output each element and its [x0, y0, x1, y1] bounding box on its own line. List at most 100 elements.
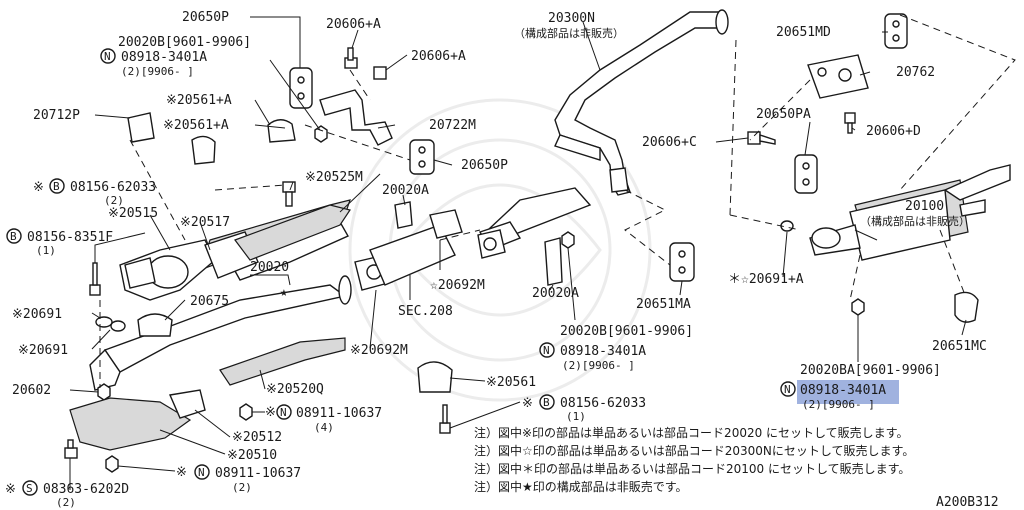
circle-n-icon: N: [194, 464, 210, 480]
label-20561A-1[interactable]: ※20561+A: [166, 93, 232, 108]
label-08363-6202D[interactable]: 08363-6202D: [43, 482, 129, 497]
label-08918-3401A-highlighted[interactable]: 08918-3401A: [800, 383, 886, 398]
diagram-code: A200B312: [936, 495, 999, 510]
gasket-20692M-upper[interactable]: [477, 229, 506, 259]
label-20100[interactable]: 20100: [905, 199, 944, 214]
nut-08911-10637-1[interactable]: [239, 403, 253, 421]
label-20020A-top[interactable]: 20020A: [382, 183, 429, 198]
label-20650P-top[interactable]: 20650P: [182, 10, 229, 25]
label-20606A-1[interactable]: 20606+A: [326, 17, 381, 32]
nut-20020B-mid[interactable]: [561, 231, 575, 249]
label-20020BA[interactable]: 20020BA[9601-9906]: [800, 363, 941, 378]
label-20692M-upper[interactable]: ☆20692M: [430, 278, 485, 293]
bolt-20606D[interactable]: [844, 112, 856, 134]
label-20525M[interactable]: ※20525M: [305, 170, 363, 185]
label-20650PA[interactable]: 20650PA: [756, 107, 811, 122]
label-20692M-lower[interactable]: ※20692M: [350, 343, 408, 358]
label-20510[interactable]: ※20510: [227, 448, 277, 463]
label-20722M[interactable]: 20722M: [429, 118, 476, 133]
circle-b-icon: B: [6, 228, 22, 244]
label-20606C[interactable]: 20606+C: [642, 135, 697, 150]
label-20712P[interactable]: 20712P: [33, 108, 80, 123]
label-20512[interactable]: ※20512: [232, 430, 282, 445]
hanger-20651MA[interactable]: [669, 242, 695, 282]
bolt-08156-8351F[interactable]: [89, 262, 101, 296]
star-marker: ★: [280, 285, 288, 300]
label-20520Q[interactable]: ※20520Q: [266, 382, 324, 397]
svg-text:N: N: [280, 406, 287, 419]
bracket-20712P[interactable]: [127, 112, 155, 143]
bolt-20606A-2[interactable]: [373, 66, 387, 80]
clamp-20561[interactable]: [417, 361, 453, 393]
label-08918-3401A-top[interactable]: 08918-3401A: [121, 50, 207, 65]
clamp-20561A[interactable]: [191, 119, 296, 165]
nut-08911-10637-2[interactable]: [105, 455, 119, 473]
heat-shield-20510[interactable]: [69, 397, 192, 451]
label-08911-10637-2-sub: (2): [232, 481, 252, 494]
bolt-08156-62033[interactable]: [282, 181, 296, 207]
label-20606D[interactable]: 20606+D: [866, 124, 921, 139]
label-08911-10637-2[interactable]: 08911-10637: [215, 466, 301, 481]
label-mark-08911-1: ※: [265, 405, 276, 420]
label-20515[interactable]: ※20515: [108, 206, 158, 221]
label-20020B-date[interactable]: 20020B[9601-9906]: [118, 35, 251, 50]
label-20517[interactable]: ※20517: [180, 215, 230, 230]
label-20691-1[interactable]: ※20691: [12, 307, 62, 322]
label-20020[interactable]: 20020: [250, 260, 289, 275]
label-20762[interactable]: 20762: [896, 65, 935, 80]
bolt-08156-62033-b[interactable]: [439, 404, 451, 434]
label-20651MD[interactable]: 20651MD: [776, 25, 831, 40]
label-20020B-mid[interactable]: 20020B[9601-9906]: [560, 324, 693, 339]
label-08156-62033-b[interactable]: 08156-62033: [560, 396, 646, 411]
clamp-20675[interactable]: [137, 313, 173, 337]
circle-n-icon: N: [276, 404, 292, 420]
label-20691A[interactable]: ＊☆20691+A: [728, 272, 804, 287]
catalytic-converter-sec208[interactable]: [369, 209, 463, 286]
hanger-20650P-right[interactable]: [409, 139, 435, 175]
heat-shield-20520Q[interactable]: [219, 337, 346, 386]
bolt-20606A-1[interactable]: [344, 47, 358, 69]
label-sec208[interactable]: SEC.208: [398, 304, 453, 319]
center-pipe-20300N[interactable]: [478, 9, 729, 251]
label-20561[interactable]: ※20561: [486, 375, 536, 390]
label-08363-6202D-sub: (2): [56, 496, 76, 509]
label-08156-62033[interactable]: 08156-62033: [70, 180, 156, 195]
circle-b-icon: B: [49, 178, 65, 194]
hanger-20650P-top[interactable]: [289, 67, 313, 109]
label-20651MC[interactable]: 20651MC: [932, 339, 987, 354]
label-20561A-2[interactable]: ※20561+A: [163, 118, 229, 133]
muffler-bracket-20762[interactable]: [807, 54, 869, 99]
leader-lines: [69, 16, 967, 490]
svg-text:B: B: [53, 180, 60, 193]
nut-20020BA[interactable]: [851, 298, 865, 316]
label-20020A-mid[interactable]: 20020A: [532, 286, 579, 301]
stud-20020A-top[interactable]: [394, 201, 413, 229]
label-20300N-note: （構成部品は非販売）: [514, 26, 624, 40]
muffler-assembly[interactable]: [809, 164, 1011, 261]
cover-20525M[interactable]: [234, 204, 351, 261]
bolt-08363-6202D[interactable]: [64, 439, 78, 459]
label-20651MA[interactable]: 20651MA: [636, 297, 691, 312]
bolt-20606C[interactable]: [747, 131, 776, 145]
nut-20020B-top[interactable]: [314, 125, 328, 143]
label-20606A-2[interactable]: 20606+A: [411, 49, 466, 64]
label-20650P-right[interactable]: 20650P: [461, 158, 508, 173]
stud-20020A-mid[interactable]: [544, 237, 563, 286]
hanger-20651MC[interactable]: [954, 291, 979, 323]
label-mark-08156-b: ※: [522, 396, 533, 411]
label-20675[interactable]: 20675: [190, 294, 229, 309]
label-20300N[interactable]: 20300N: [548, 11, 595, 26]
label-08156-8351F[interactable]: 08156-8351F: [27, 230, 113, 245]
gasket-20515[interactable]: [124, 257, 156, 289]
label-20602[interactable]: 20602: [12, 383, 51, 398]
label-08911-10637-1[interactable]: 08911-10637: [296, 406, 382, 421]
label-08918-3401A-mid[interactable]: 08918-3401A: [560, 344, 646, 359]
circle-n-icon: N: [780, 381, 796, 397]
label-mark-08363: ※: [5, 482, 16, 497]
hanger-20650PA[interactable]: [794, 154, 818, 194]
hanger-20651MD[interactable]: [884, 13, 908, 49]
nut-20602[interactable]: [97, 383, 111, 401]
label-20691-2[interactable]: ※20691: [18, 343, 68, 358]
bracket-20722M[interactable]: [319, 89, 393, 146]
